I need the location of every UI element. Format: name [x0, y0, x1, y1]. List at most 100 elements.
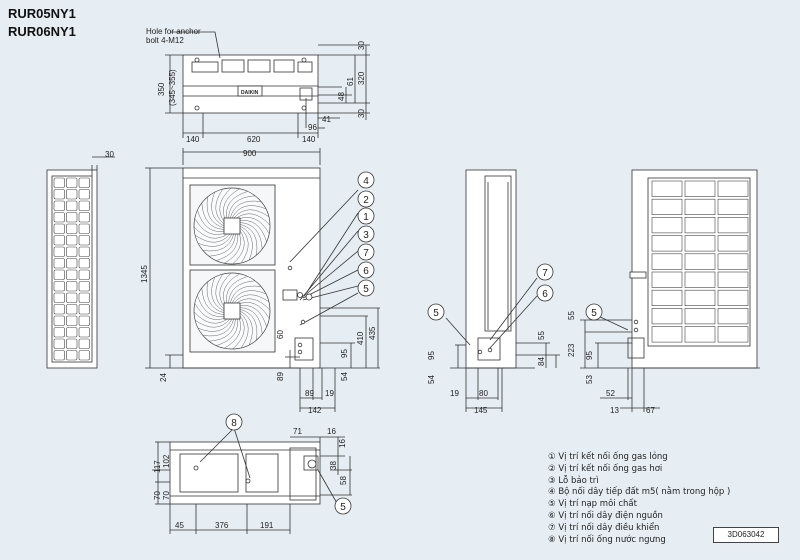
dim-55-rear: 55 [567, 311, 576, 320]
dim-191-base: 191 [260, 521, 274, 530]
callout-8-base: 8 [231, 418, 237, 429]
legend-item-8: ⑧ Vị trí nối ống nước ngưng [548, 534, 666, 545]
left-side-grille [53, 177, 90, 361]
dim-53-rear: 53 [585, 375, 594, 384]
dim-58-base: 58 [339, 476, 348, 485]
dim-84-side: 84 [537, 357, 546, 366]
callout-5-rear: 5 [591, 308, 597, 319]
base-view-features [193, 413, 352, 515]
dim-70-base-a: 70 [153, 491, 162, 500]
dim-19: 19 [325, 389, 334, 398]
callout-3-front: 3 [363, 230, 369, 241]
dim-19-side: 19 [450, 389, 459, 398]
dim-67-rear: 67 [646, 406, 655, 415]
front-view-labels: 900 1345 24 410 435 60 95 54 89 89 19 14… [140, 149, 377, 415]
dim-900: 900 [243, 149, 257, 158]
callout-5-base: 5 [340, 502, 346, 513]
legend: ① Vị trí kết nối ống gas lỏng ② Vị trí k… [548, 452, 730, 546]
legend-item-3: ③ Lỗ bảo trì [548, 475, 599, 486]
dim-1345: 1345 [140, 265, 149, 283]
dim-80-side: 80 [479, 389, 488, 398]
dim-140-right: 140 [302, 135, 316, 144]
front-upper-fan [193, 187, 271, 265]
dim-145-side: 145 [474, 406, 488, 415]
callout-5-front: 5 [363, 284, 369, 295]
brand-logo: DAIKIN [241, 90, 259, 96]
dim-30-top: 30 [357, 41, 366, 50]
dim-117-base: 117 [153, 460, 162, 473]
callout-6-side: 6 [542, 289, 548, 300]
callout-1-front: 1 [363, 212, 369, 223]
legend-item-4: ④ Bộ nối dây tiếp đất m5( nằm trong hộp … [548, 487, 731, 498]
dim-70-base-b: 70 [162, 491, 171, 500]
dim-223-rear: 223 [567, 343, 576, 357]
callout-5-side: 5 [433, 308, 439, 319]
right-side-features [427, 263, 554, 355]
legend-item-7: ⑦ Vị trí nối dây điều khiển [548, 522, 660, 533]
dim-376-base: 376 [215, 521, 229, 530]
dim-95: 95 [340, 349, 349, 358]
rear-grille [651, 180, 749, 343]
dim-95-rear: 95 [585, 351, 594, 360]
dim-410: 410 [356, 331, 365, 345]
dim-142: 142 [308, 406, 322, 415]
right-side-labels: 5 7 6 95 54 55 84 19 80 145 [427, 268, 548, 415]
model-name-1: RUR05NY1 [8, 6, 76, 21]
left-side-view [46, 156, 115, 369]
dim-96: 96 [308, 123, 317, 132]
callout-7-side: 7 [542, 268, 548, 279]
document-id-box: 3D063042 [713, 527, 779, 543]
rear-view-labels: 5 55 223 95 53 52 13 67 [567, 308, 655, 415]
dim-24: 24 [159, 373, 168, 382]
top-view [165, 31, 370, 138]
front-callout-numbers: 4 2 1 3 7 6 5 [363, 176, 369, 295]
dim-41: 41 [322, 115, 331, 124]
dim-16-base-side: 16 [338, 439, 347, 448]
right-side-view [445, 169, 560, 412]
dim-320: 320 [357, 71, 366, 85]
dim-48: 48 [337, 92, 346, 101]
anchor-note-line-1: Hole for anchor [146, 27, 201, 36]
dim-140-left: 140 [186, 135, 200, 144]
rear-view-features [585, 303, 639, 333]
dim-13-rear: 13 [610, 406, 619, 415]
dim-52-rear: 52 [606, 389, 615, 398]
dim-54-side: 54 [427, 375, 436, 384]
dim-61: 61 [346, 77, 355, 86]
callout-4-front: 4 [363, 176, 369, 187]
front-view-features [287, 265, 313, 355]
legend-item-1: ① Vị trí kết nối ống gas lỏng [548, 452, 668, 462]
top-view-labels: Hole for anchor bolt 4-M12 DAIKIN 350 (3… [146, 27, 366, 144]
dim-30-bottom: 30 [357, 109, 366, 118]
base-view [152, 427, 352, 534]
dim-620: 620 [247, 135, 261, 144]
dim-38-base: 38 [329, 461, 338, 470]
front-callouts [357, 171, 375, 297]
dim-345-355: (345~355) [168, 69, 177, 106]
dim-350: 350 [157, 82, 166, 96]
rear-view [580, 169, 760, 412]
callout-7-front: 7 [363, 248, 369, 259]
dim-89-left: 89 [276, 372, 285, 381]
dim-30-side: 30 [105, 150, 114, 159]
callout-6-front: 6 [363, 266, 369, 277]
legend-item-6: ⑥ Vị trí nối dây điện nguồn [548, 510, 663, 521]
dim-45-base: 45 [175, 521, 184, 530]
anchor-note-line-2: bolt 4-M12 [146, 36, 184, 45]
model-name-2: RUR06NY1 [8, 24, 76, 39]
dim-435: 435 [368, 326, 377, 340]
dim-89-bottom: 89 [305, 389, 314, 398]
dim-16-base-top: 16 [327, 427, 336, 436]
dim-54: 54 [340, 372, 349, 381]
legend-item-5: ⑤ Vị trí nạp môi chất [548, 499, 637, 510]
dim-71-base: 71 [293, 427, 302, 436]
dim-55-side: 55 [537, 331, 546, 340]
callout-2-front: 2 [363, 195, 369, 206]
dim-102-base: 102 [162, 454, 171, 468]
base-view-labels: 8 5 117 102 70 70 45 376 191 71 16 16 38… [153, 418, 348, 530]
front-lower-fan [193, 272, 271, 350]
dim-60: 60 [276, 330, 285, 339]
dim-95-side: 95 [427, 351, 436, 360]
legend-item-2: ② Vị trí kết nối ống gas hơi [548, 463, 663, 474]
